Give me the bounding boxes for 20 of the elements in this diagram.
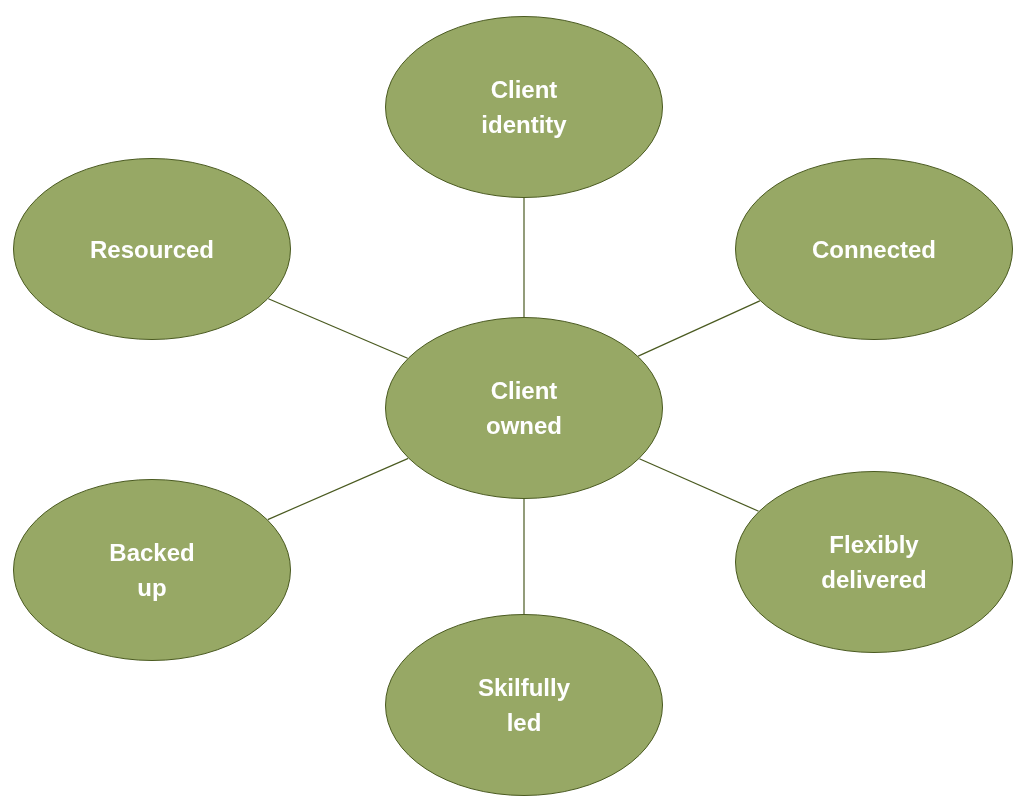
- connector-line: [267, 457, 409, 521]
- ellipse-node: [13, 158, 291, 340]
- connector-line: [267, 298, 409, 359]
- node-label: Client identity: [480, 75, 568, 140]
- ellipse-node: [735, 471, 1013, 653]
- connector-line: [638, 458, 760, 512]
- node-label: Connected: [811, 234, 937, 265]
- node-label: Flexibly delivered: [820, 530, 928, 595]
- ellipse-node: [385, 317, 663, 499]
- ellipse-node: [385, 614, 663, 796]
- connector-line: [523, 498, 525, 615]
- connector-line: [637, 300, 761, 357]
- ellipse-node: [735, 158, 1013, 340]
- connector-line: [523, 197, 525, 318]
- node-label: Skilfully led: [477, 673, 571, 738]
- ellipse-node: [13, 479, 291, 661]
- node-label: Backed up: [108, 538, 196, 603]
- node-label: Resourced: [88, 234, 215, 265]
- node-label: Client owned: [485, 376, 563, 441]
- ellipse-node: [385, 16, 663, 198]
